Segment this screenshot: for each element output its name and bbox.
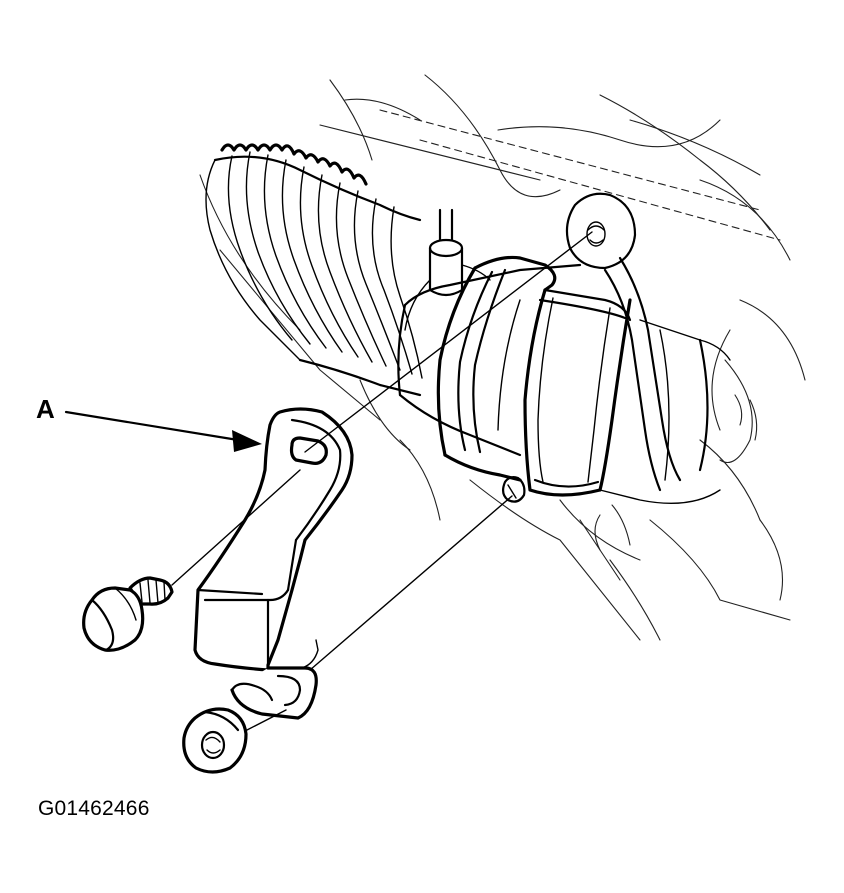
rack-housing bbox=[397, 263, 731, 504]
callout-label-a: A bbox=[36, 394, 55, 424]
lower-mounting-stud bbox=[501, 476, 526, 503]
figure-id: G01462466 bbox=[38, 797, 150, 820]
bracket-a bbox=[193, 407, 354, 720]
steering-rack-boot bbox=[205, 143, 423, 397]
background-chassis-linework bbox=[199, 74, 806, 641]
rack-fitting-nozzle bbox=[404, 208, 491, 331]
rack-mounting-bushing bbox=[436, 255, 632, 497]
upper-mounting-stud bbox=[565, 192, 682, 492]
callout-a-leader bbox=[64, 410, 262, 452]
assembly-guide-lines bbox=[171, 231, 593, 731]
flange-nut bbox=[182, 707, 248, 774]
flange-bolt bbox=[82, 576, 174, 652]
